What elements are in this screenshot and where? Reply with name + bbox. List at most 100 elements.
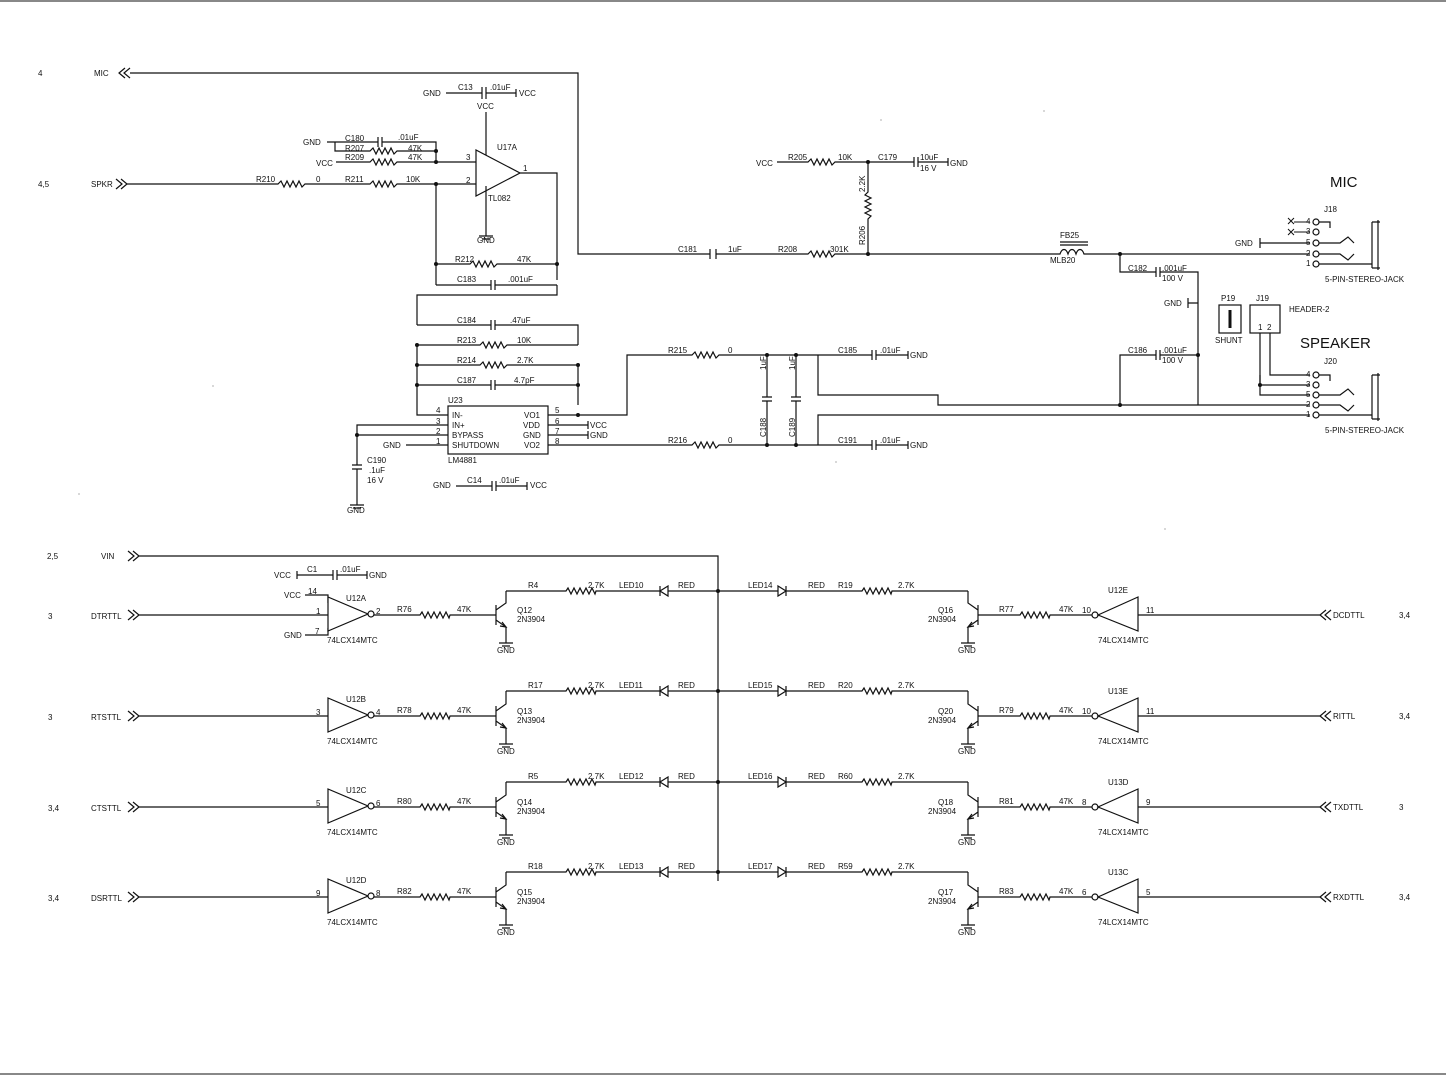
c183-value: .001uF	[508, 275, 533, 284]
right-base-resistor-ref: R81	[999, 797, 1014, 806]
c189-value: 1uF	[788, 356, 797, 370]
j19-label: HEADER-2	[1289, 305, 1330, 314]
left-port-label: RTSTTL	[91, 713, 122, 722]
jack-pin	[1312, 218, 1320, 226]
c182-value: .001uF	[1162, 264, 1187, 273]
right-port-arrow	[1319, 891, 1332, 903]
right-transistor	[961, 782, 979, 839]
right-transistor-part: 2N3904	[928, 615, 957, 624]
c180-gnd-label: GND	[303, 138, 321, 147]
driver-row	[127, 775, 1332, 839]
c182-ref: C182	[1128, 264, 1148, 273]
c190-gnd-label: GND	[347, 506, 365, 515]
c185-capacitor	[818, 350, 909, 360]
fb25-ref: FB25	[1060, 231, 1080, 240]
j19-ref: J19	[1256, 294, 1269, 303]
c188-capacitor	[762, 355, 772, 445]
speck	[78, 493, 80, 495]
junction	[555, 262, 559, 266]
u23-pin-label: VO1	[524, 411, 541, 420]
right-inverter-pin-out: 6	[1082, 888, 1087, 897]
c186-value: .001uF	[1162, 346, 1187, 355]
c13-capacitor	[446, 87, 517, 99]
left-inverter-pin-in: 9	[316, 889, 321, 898]
r208-ref: R208	[778, 245, 798, 254]
right-base-resistor-ref: R83	[999, 887, 1014, 896]
c188-value: 1uF	[759, 356, 768, 370]
left-transistor-part: 2N3904	[517, 807, 546, 816]
r214-value: 2.7K	[517, 356, 534, 365]
left-transistor-ref: Q13	[517, 707, 533, 716]
r207-resistor	[334, 142, 436, 156]
u23-pin-number: 3	[436, 417, 441, 426]
u23-pin-label: IN+	[452, 421, 465, 430]
u17a-ref: U17A	[497, 143, 518, 152]
speck	[212, 385, 214, 387]
r207-ref: R207	[345, 144, 365, 153]
u23-pin-label: SHUTDOWN	[452, 441, 499, 450]
fb25-part: MLB20	[1050, 256, 1076, 265]
jack-pin	[1312, 381, 1320, 389]
vin-port-label: VIN	[101, 552, 115, 561]
left-transistor-gnd: GND	[497, 747, 515, 756]
junction	[415, 343, 419, 347]
r213-value: 10K	[517, 336, 532, 345]
j18-pins: 4 3 5 2 1	[1306, 217, 1320, 268]
left-inverter-bubble	[367, 711, 375, 719]
left-transistor-gnd: GND	[497, 838, 515, 847]
right-inverter-ref: U13D	[1108, 778, 1129, 787]
c186-capacitor	[1119, 350, 1198, 405]
right-led-ref: LED17	[748, 862, 773, 871]
r211-value: 10K	[406, 175, 421, 184]
c181-ref: C181	[678, 245, 698, 254]
j19-pin-number: 2	[1267, 323, 1272, 332]
right-port-arrow	[1319, 609, 1332, 621]
junction	[765, 443, 769, 447]
c14-gnd-label: GND	[433, 481, 451, 490]
left-led-ref: LED11	[619, 681, 643, 690]
jack-pin	[1312, 239, 1320, 247]
right-inverter-gate	[1096, 878, 1139, 914]
r208-value: 301K	[830, 245, 849, 254]
c185-ref: C185	[838, 346, 858, 355]
u23-pin-number: 2	[436, 427, 441, 436]
right-inverter-part: 74LCX14MTC	[1098, 828, 1149, 837]
r212-ref: R212	[455, 255, 475, 264]
left-port-label: DSRTTL	[91, 894, 123, 903]
right-transistor	[961, 591, 979, 647]
c1-vcc-label: VCC	[274, 571, 291, 580]
c179-ref: C179	[878, 153, 898, 162]
right-led	[777, 865, 788, 879]
r206-value: 2.2K	[858, 175, 867, 192]
p19-ref: P19	[1221, 294, 1236, 303]
c184-ref: C184	[457, 316, 477, 325]
left-transistor-arrow	[499, 813, 508, 820]
right-port-label: TXDTTL	[1333, 803, 1364, 812]
left-transistor	[495, 782, 513, 839]
right-inverter-gate	[1096, 788, 1139, 824]
junction	[576, 363, 580, 367]
u23-power-wires	[548, 421, 589, 439]
right-led-resistor	[786, 586, 968, 596]
left-inverter-gate	[327, 596, 370, 632]
junction	[355, 433, 359, 437]
j18-jack-label: 5-PIN-STEREO-JACK	[1325, 275, 1405, 284]
j18-gnd-wire	[1259, 238, 1310, 248]
right-inverter-ref: U13E	[1108, 687, 1128, 696]
j18-gnd-label: GND	[1235, 239, 1253, 248]
left-led-resistor-ref: R17	[528, 681, 543, 690]
vo2-wire	[548, 440, 818, 450]
vo1-wire	[548, 350, 818, 416]
right-led	[777, 584, 788, 598]
left-page-ref: 3,4	[48, 804, 60, 813]
vin-page-ref: 2,5	[47, 552, 59, 561]
c186-ref: C186	[1128, 346, 1148, 355]
right-page-ref: 3,4	[1399, 611, 1411, 620]
right-port-arrow	[1319, 801, 1332, 813]
c14-ref: C14	[467, 476, 482, 485]
right-port-label: RXDTTL	[1333, 893, 1365, 902]
right-base-resistor	[978, 892, 1092, 902]
right-transistor-ref: Q16	[938, 606, 954, 615]
left-led-resistor	[506, 686, 656, 696]
mic-port-label: MIC	[94, 69, 109, 78]
